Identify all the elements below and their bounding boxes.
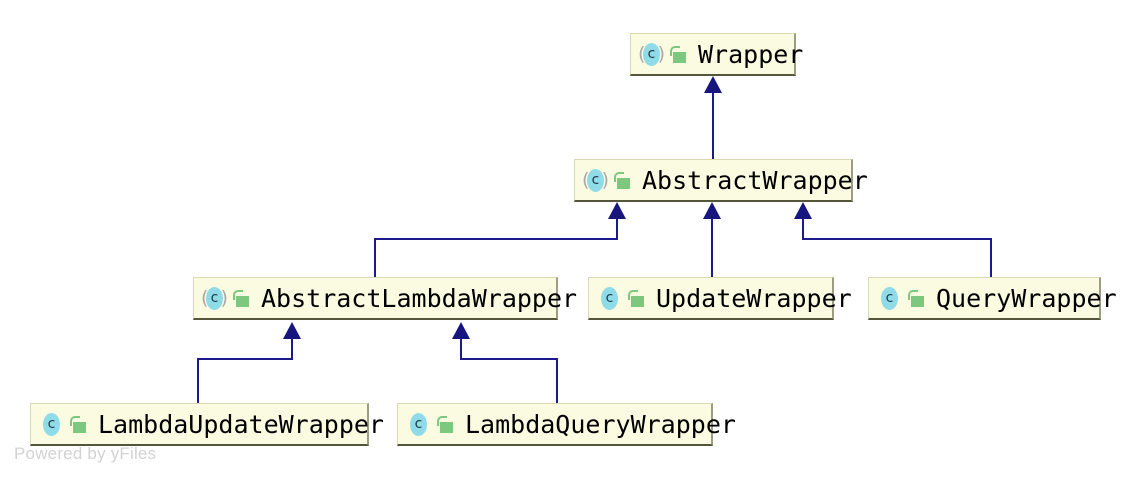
padlock-shackle [908, 289, 918, 300]
edge-luw-stub-up [291, 338, 293, 360]
edge-lqw-horizontal [460, 358, 558, 360]
unlocked-padlock-icon [437, 415, 454, 434]
unlocked-padlock-icon [628, 289, 645, 308]
edge-lqw-stub-up [460, 338, 462, 360]
unlocked-padlock-icon [70, 415, 87, 434]
edge-abstract-wrapper-to-wrapper [712, 92, 714, 159]
abstract-bracket-left: ( [638, 42, 646, 65]
arrowhead-abstract-wrapper-right [794, 202, 812, 219]
class-node-query-wrapper[interactable]: c QueryWrapper [868, 277, 1117, 320]
padlock-body [911, 295, 924, 307]
class-node-lambda-update-wrapper[interactable]: c LambdaUpdateWrapper [30, 403, 384, 446]
class-icon-disc [881, 286, 898, 310]
padlock-shackle [670, 45, 680, 56]
class-icon-letter: c [414, 415, 423, 432]
abstract-bracket-left: ( [201, 286, 209, 309]
padlock-body [631, 295, 644, 307]
padlock-body [673, 51, 686, 63]
padlock-body [440, 421, 453, 433]
class-icon: ( c ) [582, 168, 609, 192]
class-icon-disc [587, 168, 604, 192]
class-node-label: AbstractLambdaWrapper [261, 283, 578, 313]
arrowhead-abstract-wrapper-left [608, 202, 626, 219]
class-icon-disc [643, 42, 660, 66]
class-node-lambda-query-wrapper[interactable]: c LambdaQueryWrapper [397, 403, 736, 446]
edge-ablw-down [374, 238, 376, 277]
class-node-abstract-wrapper[interactable]: ( c ) AbstractWrapper [574, 159, 868, 202]
class-node-label: LambdaUpdateWrapper [98, 409, 384, 439]
edge-ablw-stub-up [616, 218, 618, 240]
class-node-label: LambdaQueryWrapper [465, 409, 736, 439]
padlock-shackle [614, 171, 624, 182]
abstract-bracket-right: ) [657, 42, 665, 65]
edge-luw-horizontal [197, 358, 293, 360]
class-node-label: QueryWrapper [936, 283, 1117, 313]
unlocked-padlock-icon [908, 289, 925, 308]
class-icon-letter: c [647, 45, 656, 62]
class-icon-letter: c [591, 171, 600, 188]
class-icon-disc [410, 412, 427, 436]
edge-qw-down [990, 238, 992, 277]
edge-qw-horizontal [802, 238, 992, 240]
class-icon-letter: c [605, 289, 614, 306]
unlocked-padlock-icon [614, 171, 631, 190]
class-node-label: AbstractWrapper [642, 165, 868, 195]
class-icon-disc [601, 286, 618, 310]
class-icon: ( c ) [201, 286, 228, 310]
padlock-body [73, 421, 86, 433]
class-node-wrapper[interactable]: ( c ) Wrapper [630, 33, 803, 76]
padlock-shackle [628, 289, 638, 300]
edge-lqw-down [556, 358, 558, 403]
unlocked-padlock-icon [233, 289, 250, 308]
class-icon: c [598, 286, 621, 310]
class-node-label: Wrapper [698, 39, 804, 69]
abstract-bracket-left: ( [582, 168, 590, 191]
padlock-shackle [233, 289, 243, 300]
class-icon: ( c ) [638, 42, 665, 66]
yfiles-watermark: Powered by yFiles [14, 444, 157, 463]
arrowhead-abstract-lambda-wrapper-right [452, 322, 470, 339]
class-icon-letter: c [47, 415, 56, 432]
padlock-body [617, 177, 630, 189]
class-icon-letter: c [885, 289, 894, 306]
edge-ablw-horizontal [374, 238, 618, 240]
class-icon: c [407, 412, 430, 436]
class-node-update-wrapper[interactable]: c UpdateWrapper [588, 277, 852, 320]
class-icon-disc [43, 412, 60, 436]
edge-update-wrapper-to-abstract-wrapper [711, 218, 713, 277]
edge-luw-down [197, 358, 199, 403]
class-icon-letter: c [210, 289, 219, 306]
arrowhead-wrapper [704, 76, 722, 93]
padlock-shackle [70, 415, 80, 426]
class-icon: c [40, 412, 63, 436]
edge-qw-stub-up [802, 218, 804, 240]
abstract-bracket-right: ) [220, 286, 228, 309]
class-node-label: UpdateWrapper [656, 283, 852, 313]
padlock-shackle [437, 415, 447, 426]
unlocked-padlock-icon [670, 45, 687, 64]
class-node-abstract-lambda-wrapper[interactable]: ( c ) AbstractLambdaWrapper [193, 277, 577, 320]
arrowhead-abstract-wrapper-center [703, 202, 721, 219]
class-icon-disc [206, 286, 223, 310]
padlock-body [236, 295, 249, 307]
abstract-bracket-right: ) [601, 168, 609, 191]
class-icon: c [878, 286, 901, 310]
arrowhead-abstract-lambda-wrapper-left [283, 322, 301, 339]
